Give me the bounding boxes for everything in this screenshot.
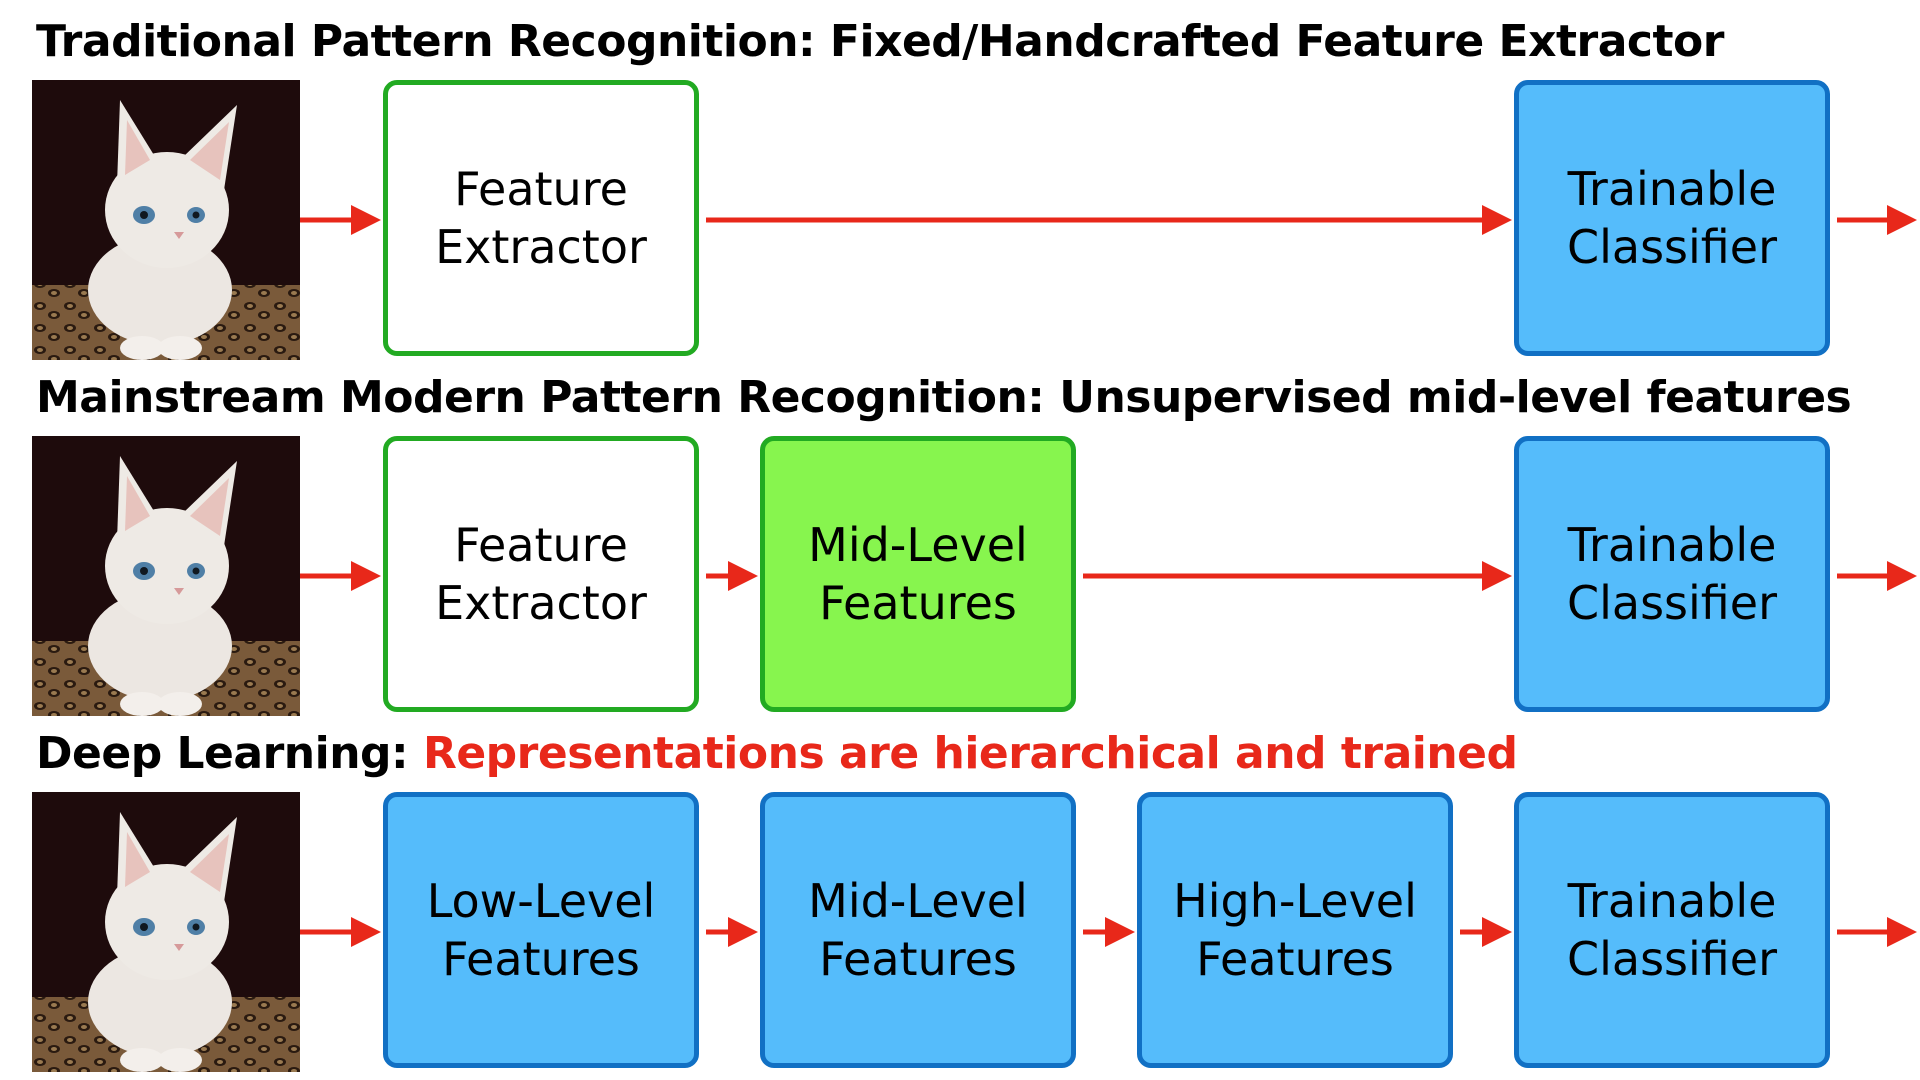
kitten-image <box>32 80 300 360</box>
row-3-heading: Deep Learning: Representations are hiera… <box>36 728 1518 779</box>
deep-learning-label: Deep Learning: <box>36 728 423 779</box>
kitten-image <box>32 436 300 716</box>
deep-learning-accent: Representations are hierarchical and tra… <box>422 728 1518 779</box>
kitten-image <box>32 792 300 1072</box>
row-2-heading: Mainstream Modern Pattern Recognition: U… <box>36 372 1852 423</box>
row-1-heading: Traditional Pattern Recognition: Fixed/H… <box>36 16 1724 67</box>
